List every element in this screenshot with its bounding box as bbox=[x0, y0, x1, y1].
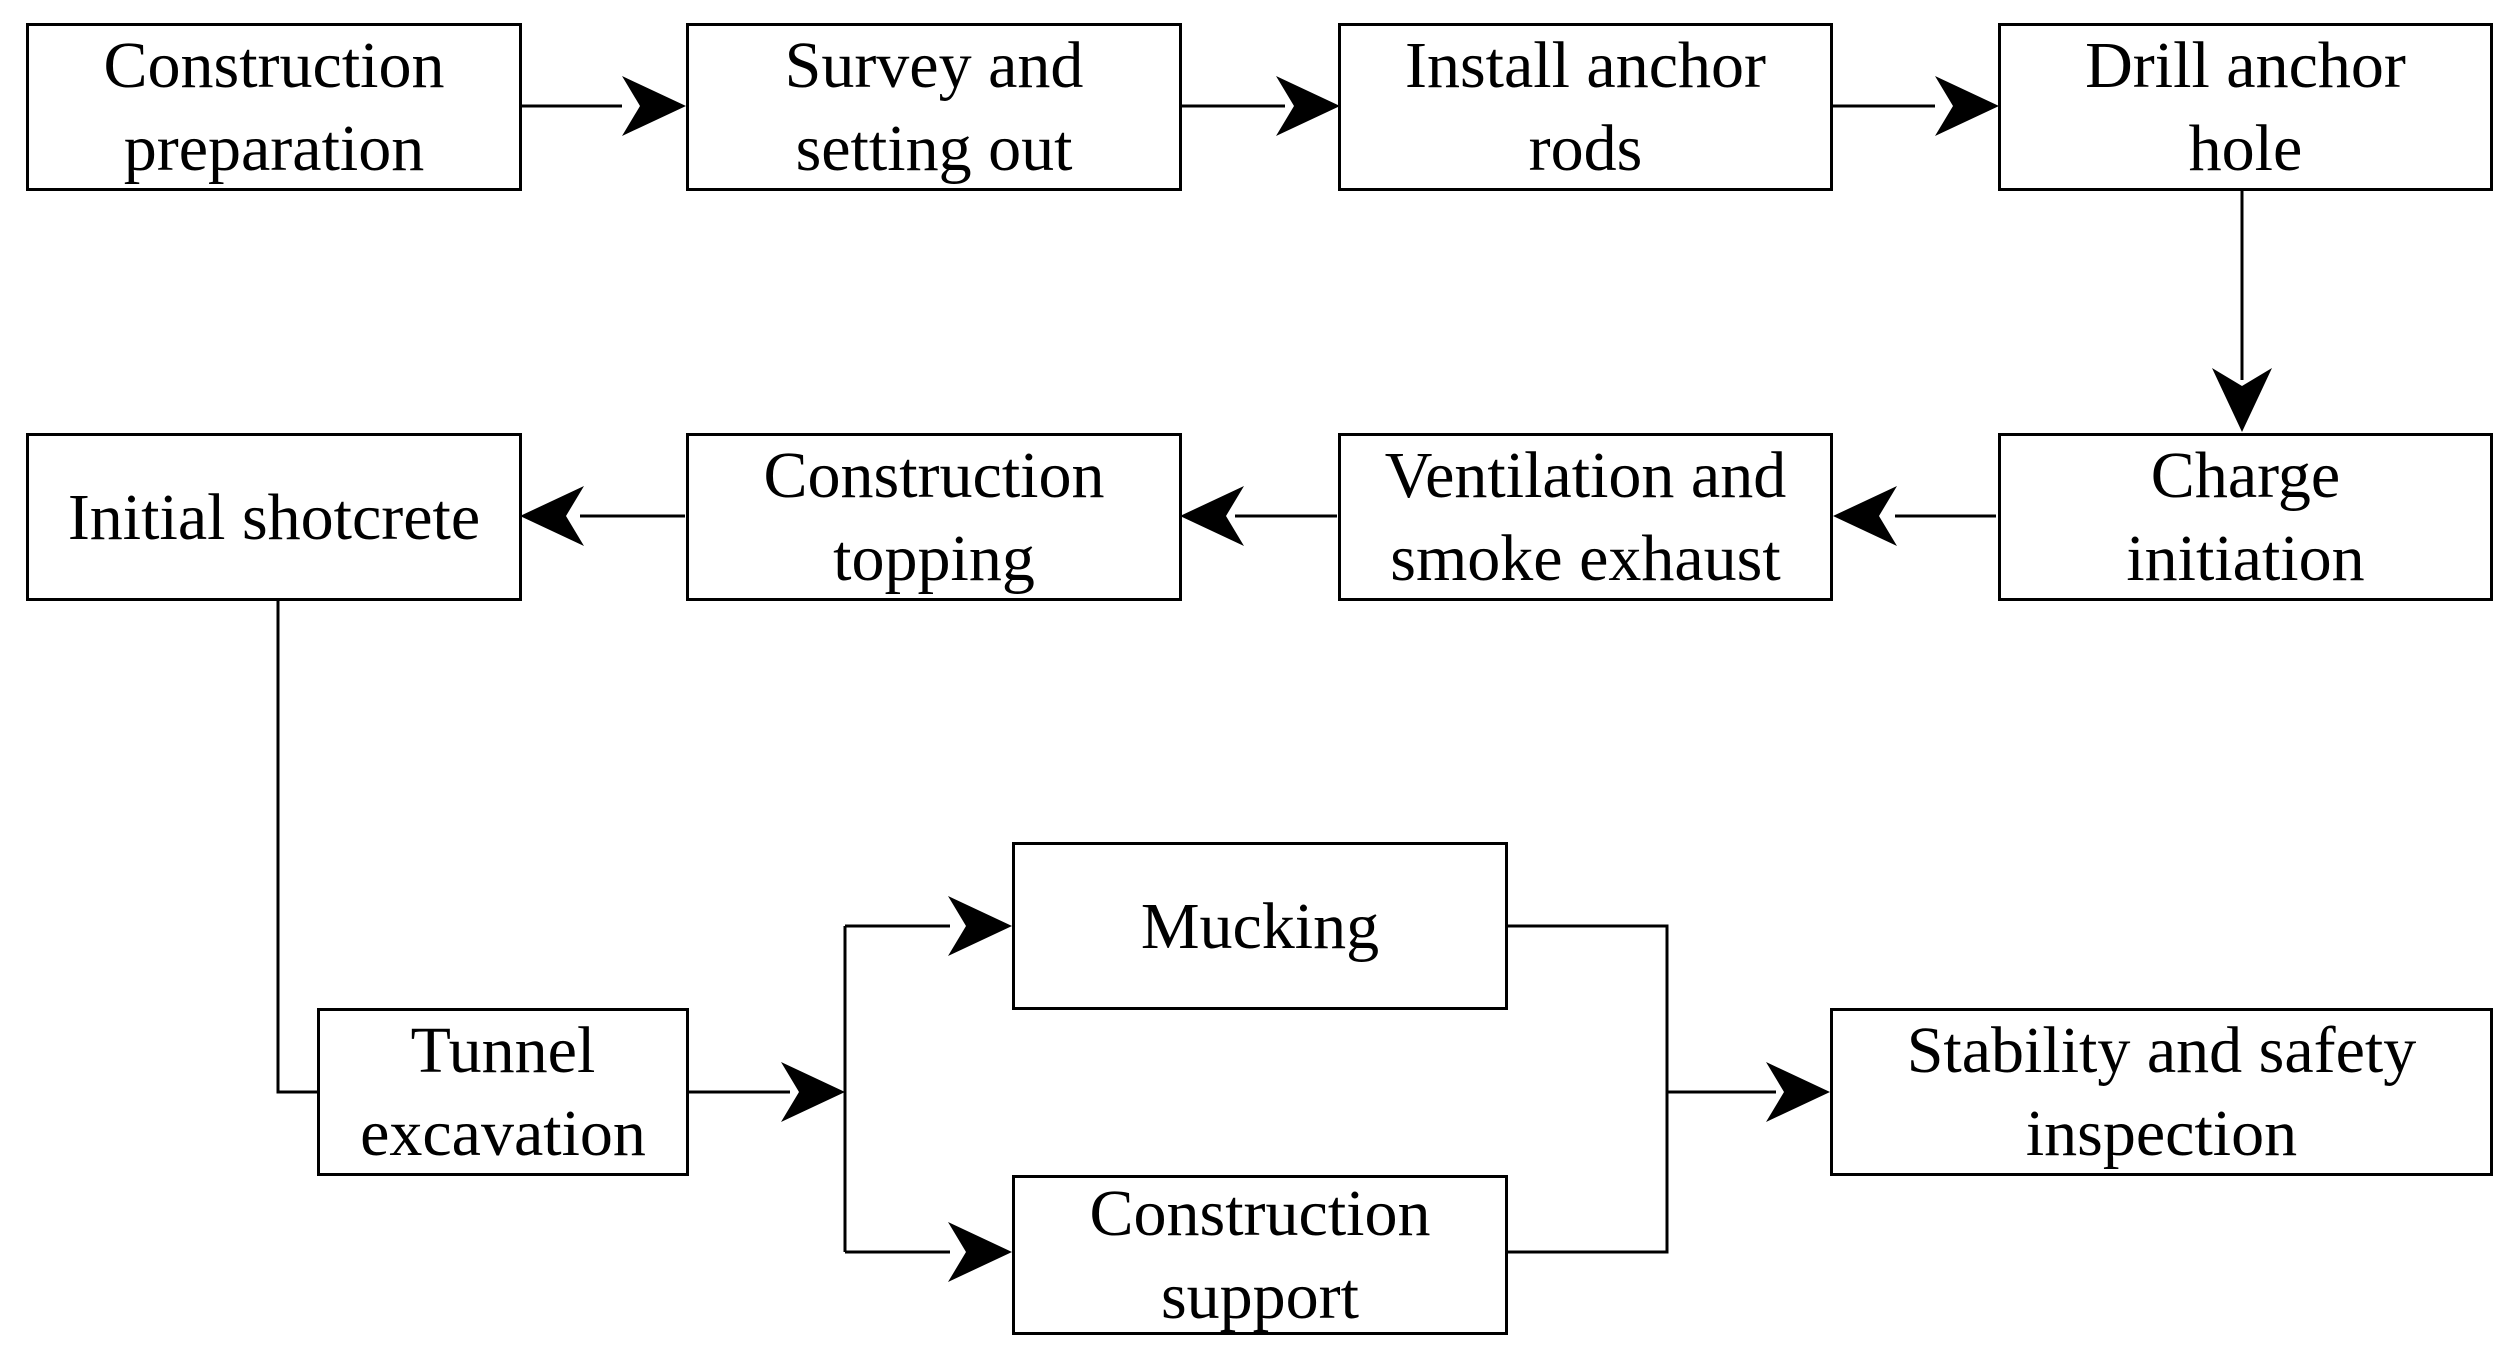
node-label-line: Charge bbox=[2150, 439, 2341, 512]
node-construction-topping: Construction topping bbox=[686, 433, 1182, 601]
arrowhead-to-inspection bbox=[1766, 1062, 1830, 1122]
node-tunnel-excavation: Tunnel excavation bbox=[317, 1008, 689, 1176]
node-charge-initiation: Charge initiation bbox=[1998, 433, 2493, 601]
node-label-line: Install anchor bbox=[1404, 29, 1767, 102]
node-label-line: Construction bbox=[763, 439, 1105, 512]
node-mucking: Mucking bbox=[1012, 842, 1508, 1010]
node-label-line: Mucking bbox=[1140, 889, 1380, 963]
node-label-line: Ventilation and bbox=[1384, 439, 1787, 512]
node-drill-anchor-hole: Drill anchor hole bbox=[1998, 23, 2493, 191]
node-label-line: Drill anchor bbox=[2085, 29, 2406, 102]
node-label-line: initiation bbox=[2126, 522, 2365, 595]
node-survey-setting-out: Survey and setting out bbox=[686, 23, 1182, 191]
arrowhead-to-mucking bbox=[948, 896, 1012, 956]
arrowhead-to-survey bbox=[622, 76, 686, 136]
arrowhead-to-charge bbox=[2212, 368, 2272, 432]
node-initial-shotcrete: Initial shotcrete bbox=[26, 433, 522, 601]
node-label-line: topping bbox=[833, 522, 1035, 595]
node-label-line: setting out bbox=[795, 112, 1073, 185]
node-label-line: preparation bbox=[123, 112, 425, 185]
arrowhead-to-split bbox=[781, 1062, 845, 1122]
arrowhead-to-ventilation bbox=[1833, 486, 1897, 546]
node-label-line: hole bbox=[2188, 112, 2303, 185]
node-label-line: inspection bbox=[2025, 1097, 2298, 1170]
node-label-line: excavation bbox=[360, 1097, 646, 1170]
arrowhead-to-topping bbox=[1180, 486, 1244, 546]
node-label-line: Construction bbox=[103, 29, 445, 102]
node-label-line: Stability and safety bbox=[1906, 1014, 2417, 1087]
node-label-line: Construction bbox=[1089, 1177, 1431, 1250]
node-label-line: Tunnel bbox=[410, 1014, 596, 1087]
node-label-line: rods bbox=[1528, 112, 1643, 185]
edge-shotcrete-to-tunnel bbox=[276, 600, 317, 1094]
arrowhead-to-shotcrete bbox=[520, 486, 584, 546]
node-construction-preparation: Construction preparation bbox=[26, 23, 522, 191]
node-label-line: Initial shotcrete bbox=[67, 480, 481, 554]
node-ventilation-smoke-exhaust: Ventilation and smoke exhaust bbox=[1338, 433, 1833, 601]
arrowhead-to-install bbox=[1276, 76, 1340, 136]
edge-mucking-to-merge bbox=[1508, 924, 1669, 1254]
node-install-anchor-rods: Install anchor rods bbox=[1338, 23, 1833, 191]
node-label-line: support bbox=[1161, 1260, 1359, 1333]
arrowhead-to-drill bbox=[1935, 76, 1999, 136]
node-label-line: Survey and bbox=[784, 29, 1084, 102]
node-construction-support: Construction support bbox=[1012, 1175, 1508, 1335]
node-label-line: smoke exhaust bbox=[1390, 522, 1781, 595]
arrowhead-to-support bbox=[948, 1222, 1012, 1282]
node-stability-safety-inspection: Stability and safety inspection bbox=[1830, 1008, 2493, 1176]
